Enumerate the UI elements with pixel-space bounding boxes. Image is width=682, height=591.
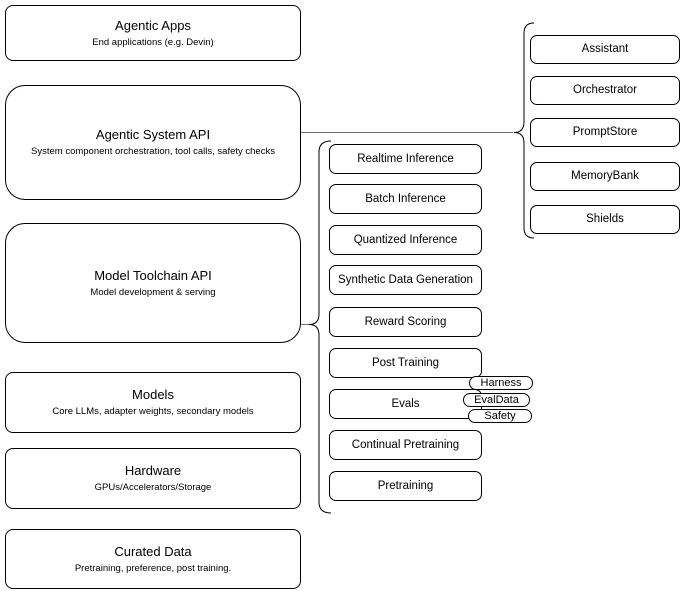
layer-box-curated-data: Curated Data Pretraining, preference, po… xyxy=(5,529,301,589)
layer-title: Curated Data xyxy=(114,543,192,559)
toolchain-item-quantized-inference: Quantized Inference xyxy=(329,225,482,255)
layer-subtitle: End applications (e.g. Devin) xyxy=(92,36,214,48)
toolchain-item-evals: Evals xyxy=(329,389,482,419)
layer-subtitle: System component orchestration, tool cal… xyxy=(31,146,275,157)
evals-tag-evaldata: EvalData xyxy=(463,393,530,407)
layer-box-hardware: Hardware GPUs/Accelerators/Storage xyxy=(5,448,301,509)
layer-title: Model Toolchain API xyxy=(94,267,212,283)
layer-subtitle: Core LLMs, adapter weights, secondary mo… xyxy=(52,406,254,417)
toolchain-item-pretraining: Pretraining xyxy=(329,471,482,501)
layer-box-agentic-system-api: Agentic System API System component orch… xyxy=(5,85,301,200)
layer-subtitle: Model development & serving xyxy=(90,286,216,298)
toolchain-item-reward-scoring: Reward Scoring xyxy=(329,307,482,337)
layer-title: Agentic Apps xyxy=(115,17,191,33)
layer-title: Models xyxy=(132,387,174,402)
layer-title: Agentic System API xyxy=(95,127,211,142)
layer-subtitle: GPUs/Accelerators/Storage xyxy=(94,482,212,493)
layer-subtitle: Pretraining, preference, post training. xyxy=(74,562,232,574)
system-item-memorybank: MemoryBank xyxy=(530,162,680,191)
toolchain-item-post-training: Post Training xyxy=(329,348,482,378)
toolchain-item-continual-pretraining: Continual Pretraining xyxy=(329,430,482,460)
system-item-assistant: Assistant xyxy=(530,35,680,64)
layer-box-model-toolchain-api: Model Toolchain API Model development & … xyxy=(5,223,301,343)
layer-title: Hardware xyxy=(124,463,182,478)
toolchain-item-synthetic-data-generation: Synthetic Data Generation xyxy=(329,265,482,295)
toolchain-item-batch-inference: Batch Inference xyxy=(329,184,482,214)
system-item-orchestrator: Orchestrator xyxy=(530,76,680,105)
evals-tag-safety: Safety xyxy=(468,409,532,423)
evals-tag-harness: Harness xyxy=(469,376,533,390)
toolchain-item-realtime-inference: Realtime Inference xyxy=(329,144,482,174)
toolchain-components-brace xyxy=(308,140,332,514)
layer-box-models: Models Core LLMs, adapter weights, secon… xyxy=(5,372,301,433)
system-item-shields: Shields xyxy=(530,205,680,234)
system-components-brace xyxy=(513,22,535,239)
layer-box-agentic-apps: Agentic Apps End applications (e.g. Devi… xyxy=(5,5,301,61)
system-item-promptstore: PromptStore xyxy=(530,118,680,147)
